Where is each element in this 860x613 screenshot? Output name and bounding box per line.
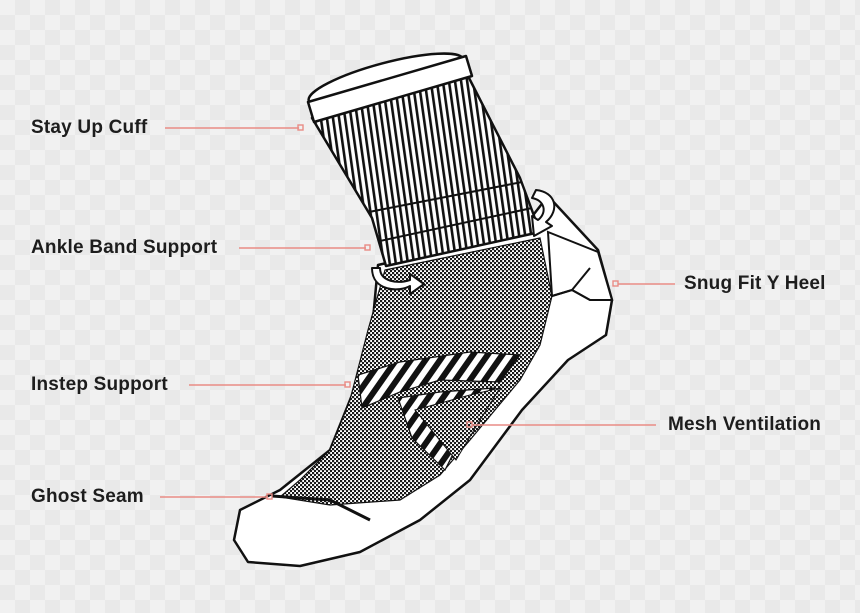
label-instep-support: Instep Support [31,374,168,396]
label-ghost-seam: Ghost Seam [31,486,144,508]
label-stay-up-cuff: Stay Up Cuff [31,117,147,139]
label-ankle-band-support: Ankle Band Support [31,237,217,259]
label-mesh-ventilation: Mesh Ventilation [668,414,821,436]
leader-heel-end [613,281,618,286]
sock-cuff [304,43,540,266]
label-snug-fit-y-heel: Snug Fit Y Heel [684,273,826,295]
